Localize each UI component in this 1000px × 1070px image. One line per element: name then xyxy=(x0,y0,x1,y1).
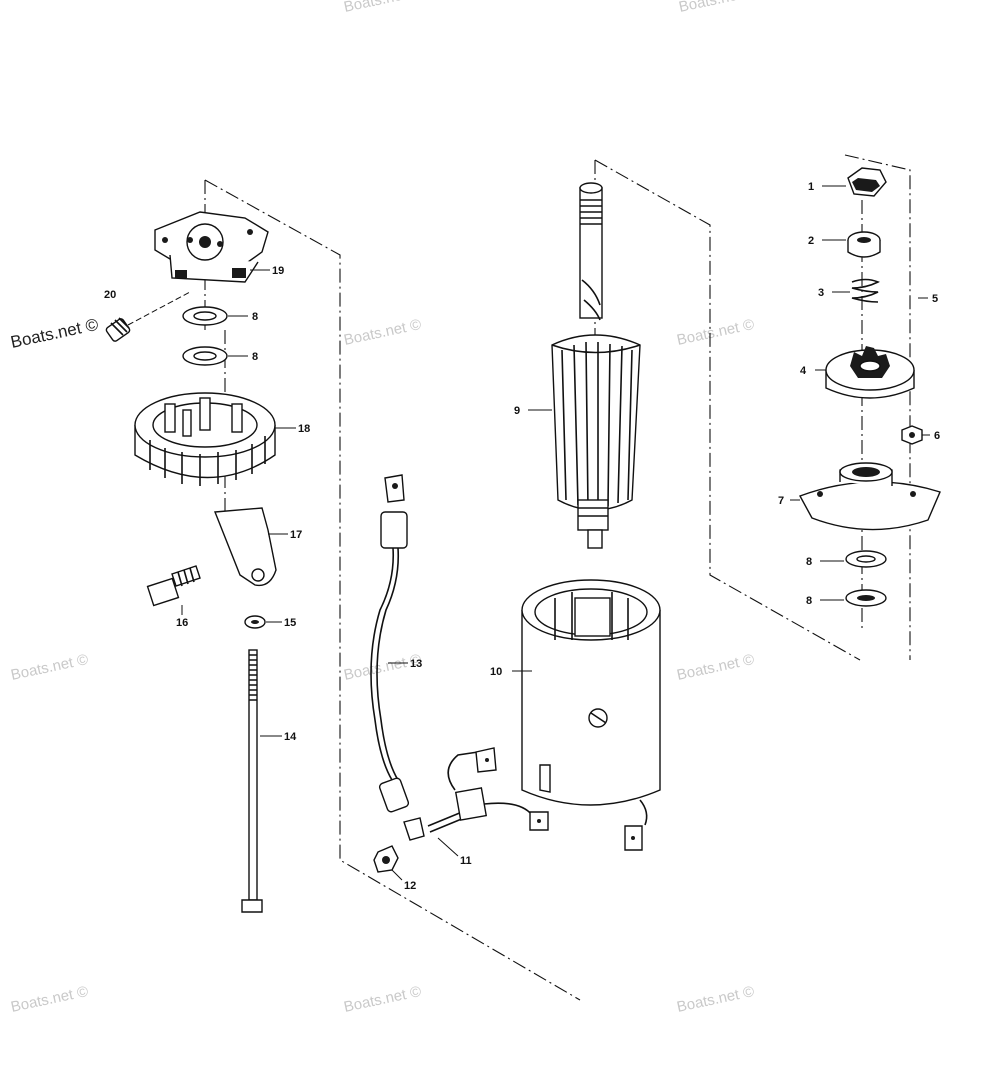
callout-19: 19 xyxy=(272,265,284,277)
callout-9: 9 xyxy=(514,405,520,417)
part-bracket xyxy=(214,507,277,587)
watermark: Boats.net © xyxy=(9,315,101,352)
part-top-nut xyxy=(847,167,887,197)
part-head-plate xyxy=(798,462,941,531)
assembly-outlines xyxy=(204,154,911,1001)
callout-12: 12 xyxy=(404,880,416,892)
leader-lines xyxy=(181,185,930,881)
watermark: Boats.net © xyxy=(342,316,422,349)
part-field-housing xyxy=(521,579,661,851)
part-washer-left-upper xyxy=(182,306,228,326)
watermark: Boats.net © xyxy=(677,0,757,16)
part-cable-lead xyxy=(370,474,425,841)
part-lock-washer xyxy=(244,615,266,629)
part-bolt xyxy=(146,565,201,607)
callout-10: 10 xyxy=(490,666,502,678)
callout-5: 5 xyxy=(932,293,938,305)
watermark: Boats.net © xyxy=(675,983,755,1016)
callout-2: 2 xyxy=(808,235,814,247)
watermark: Boats.net © xyxy=(9,651,89,684)
callout-13: 13 xyxy=(410,658,422,670)
callout-8-left-lower: 8 xyxy=(252,351,258,363)
callout-4: 4 xyxy=(800,365,807,377)
callout-7: 7 xyxy=(778,495,784,507)
callout-11: 11 xyxy=(460,855,472,867)
part-spring xyxy=(851,278,880,303)
watermark: Boats.net © xyxy=(9,983,89,1016)
callout-8-left-upper: 8 xyxy=(252,311,258,323)
callout-20: 20 xyxy=(104,289,116,301)
part-terminal-brush-set xyxy=(427,747,549,833)
callout-16: 16 xyxy=(176,617,188,629)
callout-labels: 1 2 3 5 4 6 7 8 8 9 10 11 12 13 14 15 16… xyxy=(104,181,940,892)
part-end-cap-plate xyxy=(154,211,269,283)
part-armature xyxy=(551,182,641,549)
part-washer-right-upper xyxy=(845,550,887,568)
part-small-screw xyxy=(105,291,191,342)
part-brush-holder-ring xyxy=(134,392,276,486)
part-nut xyxy=(373,845,399,873)
part-through-bolt xyxy=(241,649,263,913)
callout-3: 3 xyxy=(818,287,824,299)
watermark: Boats.net © xyxy=(342,0,422,16)
callout-15: 15 xyxy=(284,617,296,629)
part-washer-right-lower xyxy=(845,589,887,607)
callout-17: 17 xyxy=(290,529,302,541)
part-small-nut xyxy=(901,425,923,445)
callout-18: 18 xyxy=(298,423,310,435)
watermark: Boats.net © xyxy=(675,651,755,684)
watermark: Boats.net © xyxy=(342,983,422,1016)
callout-1: 1 xyxy=(808,181,814,193)
part-spacer xyxy=(847,231,881,258)
callout-8-right-lower: 8 xyxy=(806,595,812,607)
callout-8-right-upper: 8 xyxy=(806,556,812,568)
part-washer-left-lower xyxy=(182,346,228,366)
callout-14: 14 xyxy=(284,731,297,743)
callout-6: 6 xyxy=(934,430,940,442)
part-drive-pinion xyxy=(825,346,915,399)
watermark: Boats.net © xyxy=(675,316,755,349)
